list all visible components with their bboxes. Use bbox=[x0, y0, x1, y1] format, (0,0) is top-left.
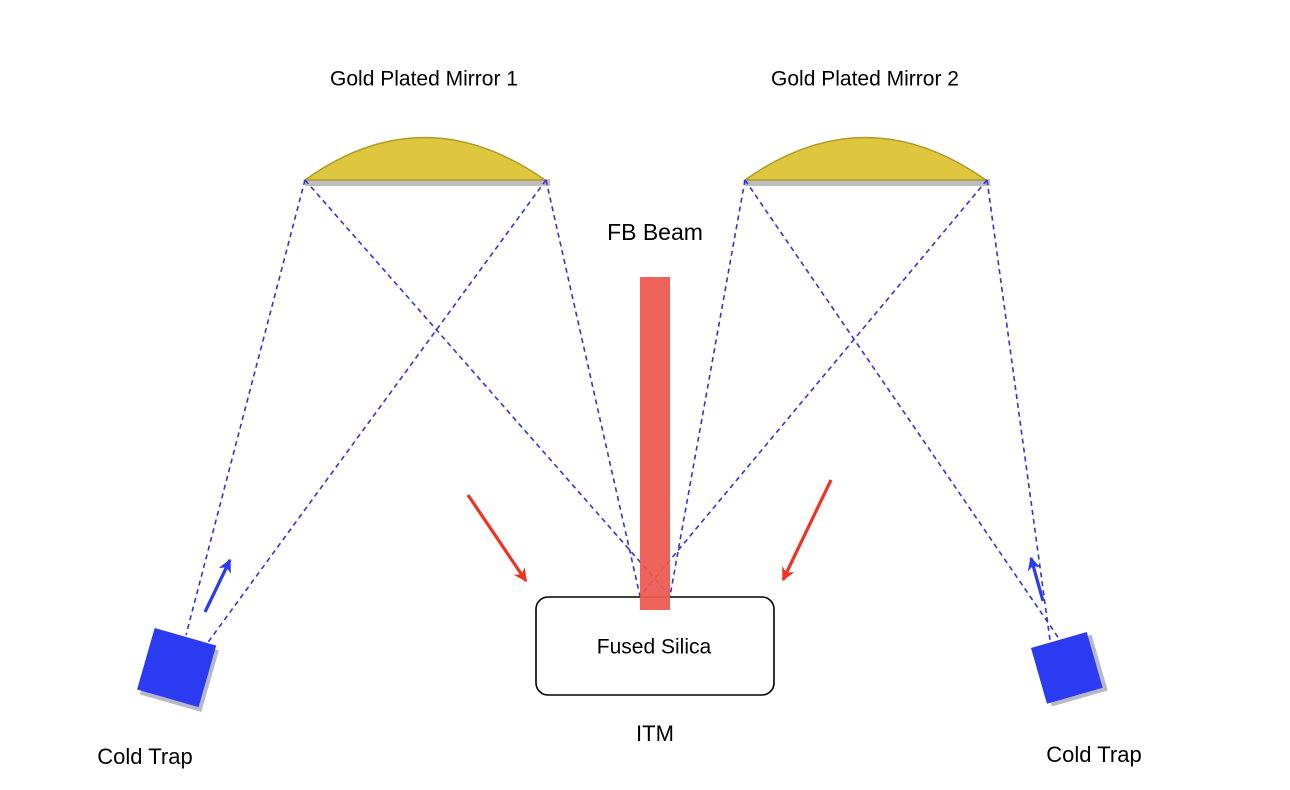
cold-trap-right bbox=[1030, 631, 1108, 707]
ray-m1-left-to-coldtrap bbox=[185, 179, 306, 636]
cold-trap-right-block bbox=[1030, 631, 1103, 704]
mirror-2-base bbox=[745, 179, 990, 186]
ray-m2-left-to-itm bbox=[669, 179, 746, 597]
gold-mirror-2 bbox=[742, 136, 990, 186]
red-arrow-right bbox=[781, 479, 833, 582]
ray-m2-left-to-coldtrap bbox=[744, 179, 1063, 644]
blue-arrow-left bbox=[203, 558, 232, 613]
ray-m1-right-to-itm bbox=[545, 179, 641, 597]
mirror-1-base bbox=[305, 179, 550, 186]
fb-beam bbox=[640, 277, 670, 610]
mirror-1-label: Gold Plated Mirror 1 bbox=[330, 68, 518, 91]
cold-trap-left-block bbox=[137, 627, 217, 708]
cold-trap-right-label: Cold Trap bbox=[1046, 742, 1141, 767]
itm-label: ITM bbox=[636, 721, 674, 746]
red-arrow-left bbox=[466, 494, 528, 583]
ray-m2-right-to-coldtrap bbox=[986, 179, 1051, 641]
ray-m1-right-to-coldtrap bbox=[205, 179, 547, 646]
ray-m2-right-to-itm bbox=[639, 179, 988, 597]
rays-mirror-1 bbox=[185, 179, 671, 646]
ray-m1-left-to-itm bbox=[304, 179, 671, 597]
rays-mirror-2 bbox=[639, 179, 1063, 644]
mirror-2-label: Gold Plated Mirror 2 bbox=[771, 68, 959, 91]
blue-arrow-right bbox=[1027, 556, 1045, 602]
cold-trap-left bbox=[137, 627, 219, 713]
cold-trap-left-label: Cold Trap bbox=[97, 744, 192, 769]
fb-beam-label: FB Beam bbox=[607, 219, 703, 245]
mirror-2-surface bbox=[742, 136, 989, 181]
fused-silica-label: Fused Silica bbox=[597, 636, 712, 659]
gold-mirror-1 bbox=[302, 136, 550, 186]
mirror-1-surface bbox=[302, 136, 548, 181]
